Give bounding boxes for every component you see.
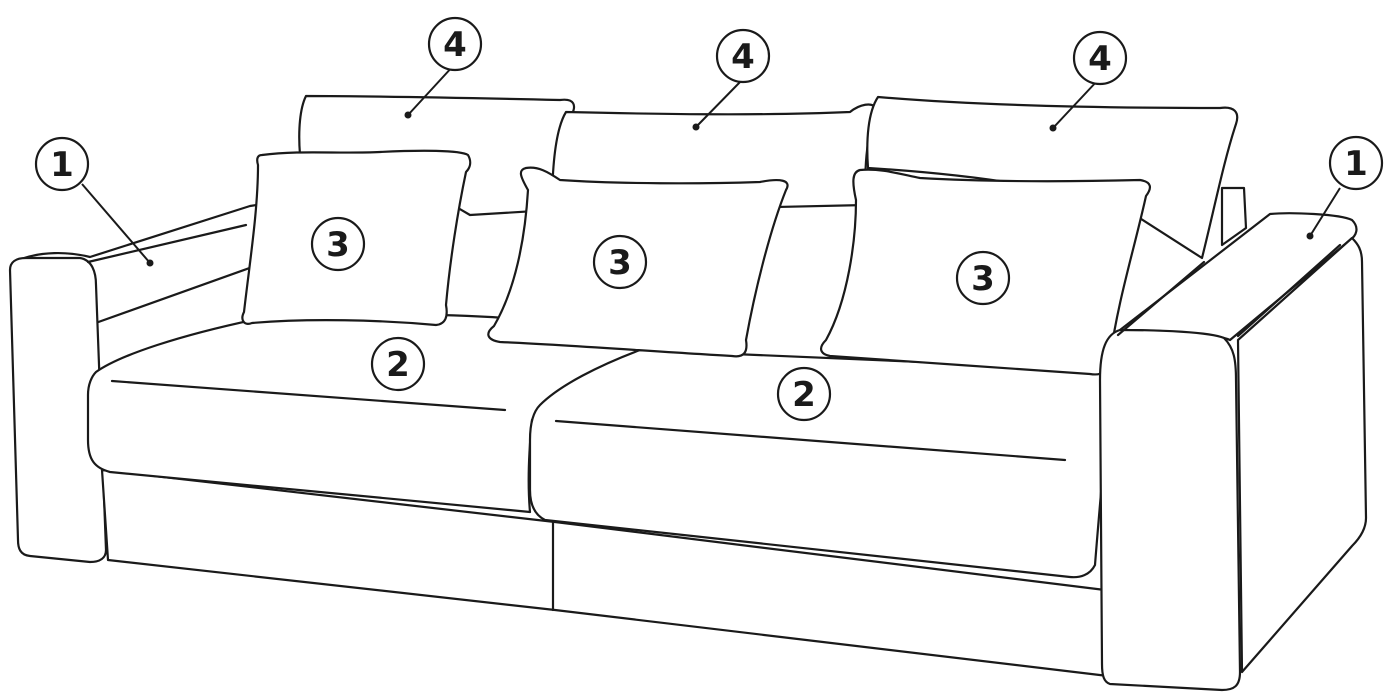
svg-text:1: 1	[50, 145, 74, 185]
svg-text:3: 3	[326, 225, 350, 265]
left-arm-front	[8, 256, 108, 564]
callout-2-left: 2	[370, 336, 426, 392]
back-cushion-right-edge	[1220, 186, 1248, 247]
seat-cushion-left-seam	[110, 379, 507, 412]
callout-3-right: 3	[955, 250, 1011, 306]
seat-cushion-right	[528, 348, 1112, 579]
right-arm-seam	[1236, 243, 1342, 338]
svg-text:3: 3	[971, 259, 995, 299]
left-arm-seam	[86, 223, 248, 264]
svg-text:4: 4	[443, 25, 467, 65]
callout-1-right: 1	[1328, 135, 1384, 191]
svg-text:2: 2	[386, 345, 410, 385]
callout-3-left: 3	[310, 216, 366, 272]
right-arm-back-seam	[1116, 260, 1206, 337]
svg-text:1: 1	[1344, 144, 1368, 184]
svg-text:4: 4	[1088, 39, 1112, 79]
callout-leaders	[81, 64, 1341, 267]
callout-3-middle: 3	[592, 234, 648, 290]
callout-4-left: 4	[427, 16, 483, 72]
svg-text:4: 4	[731, 37, 755, 77]
callout-4-right: 4	[1072, 30, 1128, 86]
callout-2-right: 2	[776, 366, 832, 422]
svg-text:2: 2	[792, 375, 816, 415]
right-arm-front	[1098, 328, 1242, 692]
seat-cushion-right-seam	[554, 419, 1067, 462]
svg-text:3: 3	[608, 243, 632, 283]
right-arm-outer-side	[1236, 236, 1368, 674]
callout-1-left: 1	[34, 136, 90, 192]
callout-4-middle: 4	[715, 28, 771, 84]
